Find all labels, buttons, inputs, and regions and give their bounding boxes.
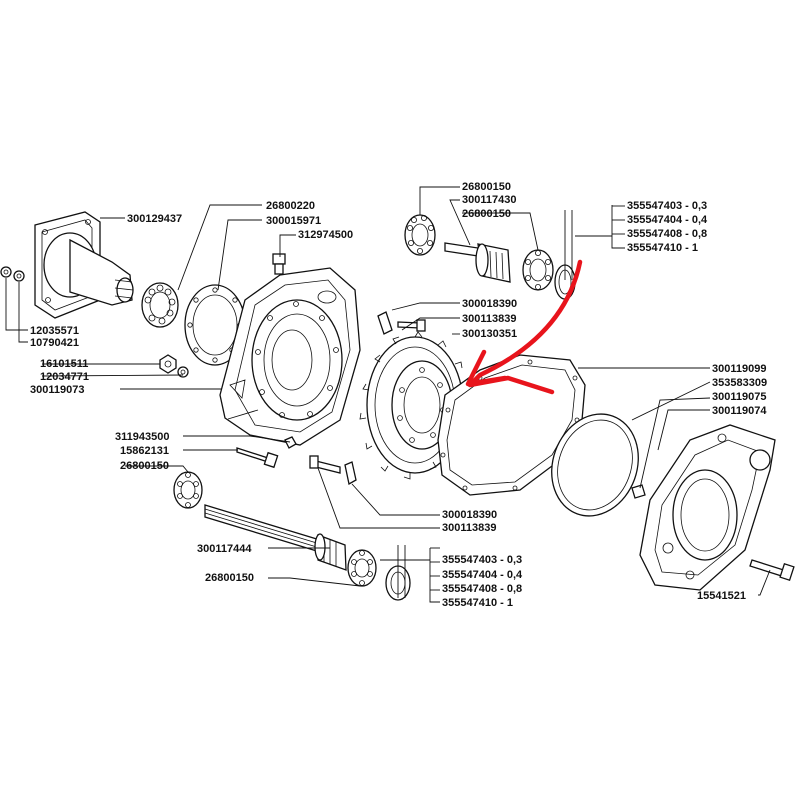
label-shim-1-top: 355547410 - 1 <box>627 242 698 254</box>
label-300018390-top: 300018390 <box>462 298 517 310</box>
highlight-arrow <box>465 259 583 395</box>
main-housing <box>219 267 361 446</box>
leader-lines <box>5 186 771 603</box>
label-shim-0-4-top: 355547404 - 0,4 <box>627 214 708 226</box>
label-300119074: 300119074 <box>712 405 767 417</box>
label-shim-1-bottom: 355547410 - 1 <box>442 597 513 609</box>
label-26800150-bottom: 26800150 <box>205 572 254 584</box>
o-ring <box>551 413 639 517</box>
part-number-labels: 300129437 26800220 300015971 312974500 1… <box>30 181 767 609</box>
end-cover <box>639 424 776 591</box>
label-300119075: 300119075 <box>712 391 766 403</box>
breather-plug <box>272 253 286 275</box>
label-10790421: 10790421 <box>30 337 79 349</box>
label-16101511: 16101511 <box>40 358 88 370</box>
bolt-15541521 <box>749 559 795 582</box>
label-26800150-lower: 26800150 <box>120 460 169 472</box>
label-12035571: 12035571 <box>30 325 79 337</box>
lower-shaft <box>204 504 347 571</box>
label-shim-0-8-bottom: 355547408 - 0,8 <box>442 583 522 595</box>
label-15862131: 15862131 <box>120 445 169 457</box>
label-300130351: 300130351 <box>462 328 517 340</box>
label-26800220: 26800220 <box>266 200 315 212</box>
label-300119073: 300119073 <box>30 384 84 396</box>
bearing-top-right <box>522 249 554 291</box>
label-353583309: 353583309 <box>712 377 767 389</box>
bearing-lower-right <box>347 549 377 587</box>
bearing-lower-left <box>173 471 203 509</box>
label-300117444: 300117444 <box>197 543 252 555</box>
label-26800150-top: 26800150 <box>462 181 511 193</box>
bolt-300018390-bottom <box>309 455 357 486</box>
bearing-left <box>141 282 179 328</box>
label-311943500: 311943500 <box>115 431 169 443</box>
pinion-shaft-top <box>444 242 511 283</box>
small-nuts <box>159 354 189 378</box>
label-shim-0-8-top: 355547408 - 0,8 <box>627 228 707 240</box>
label-15541521: 15541521 <box>697 590 746 602</box>
label-shim-0-3-top: 355547403 - 0,3 <box>627 200 707 212</box>
label-300129437: 300129437 <box>127 213 182 225</box>
label-26800150-top-2: 26800150 <box>462 208 511 220</box>
label-312974500: 312974500 <box>298 229 353 241</box>
label-shim-0-3-bottom: 355547403 - 0,3 <box>442 554 522 566</box>
label-300015971: 300015971 <box>266 215 321 227</box>
label-300119099: 300119099 <box>712 363 766 375</box>
flange-shaft-part <box>34 211 134 319</box>
label-300018390-bottom: 300018390 <box>442 509 497 521</box>
bolt-15862131 <box>236 436 297 469</box>
label-12034771: 12034771 <box>40 371 89 383</box>
washer-nut-left <box>0 266 25 282</box>
label-300113839-bottom: 300113839 <box>442 522 496 534</box>
label-300113839-top: 300113839 <box>462 313 516 325</box>
label-300117430: 300117430 <box>462 194 516 206</box>
pinion-bearing-top <box>404 214 436 256</box>
bolt-300018390-top <box>377 311 426 335</box>
label-shim-0-4-bottom: 355547404 - 0,4 <box>442 569 523 581</box>
